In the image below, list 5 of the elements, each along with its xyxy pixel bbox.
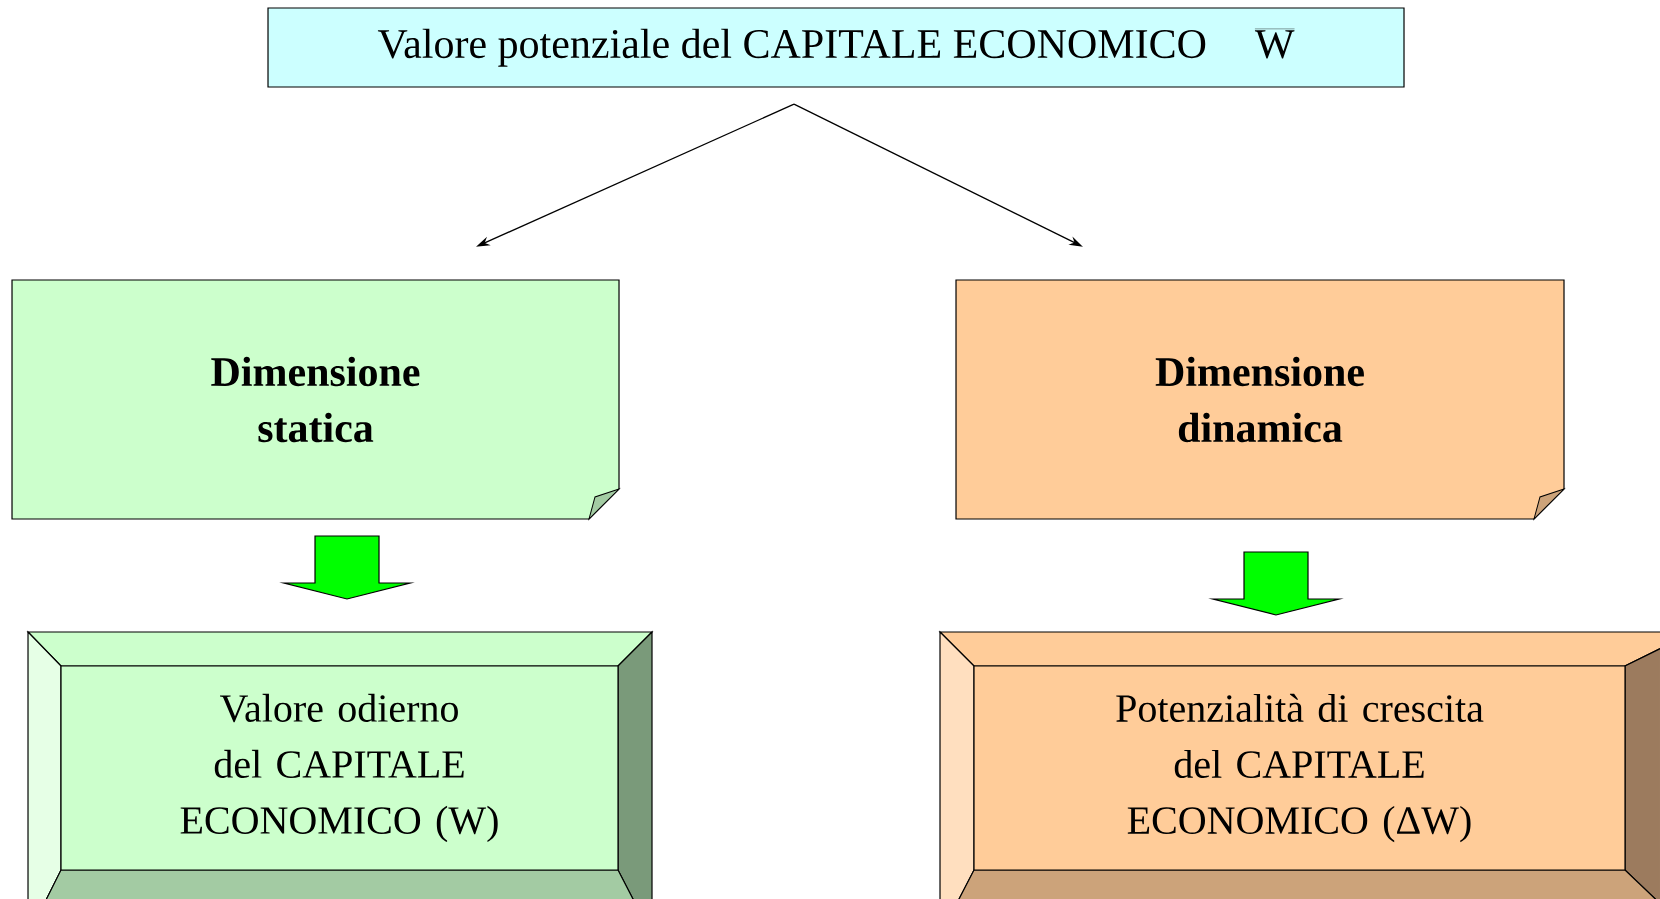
block-arrow <box>279 535 415 600</box>
note-box: Dimensione dinamica <box>955 279 1565 520</box>
title-box: Valore potenziale del CAPITALE ECONOMICO W <box>267 7 1405 88</box>
note-box: Dimensione statica <box>11 279 620 520</box>
block-arrow <box>1208 551 1344 616</box>
